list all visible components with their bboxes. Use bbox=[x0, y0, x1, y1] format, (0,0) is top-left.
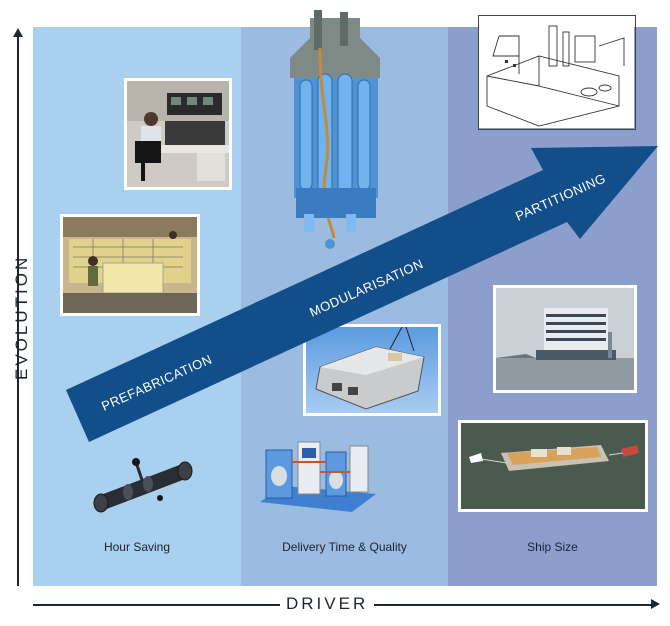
x-axis-arrowhead bbox=[651, 599, 660, 609]
y-axis-arrowhead bbox=[13, 28, 23, 37]
modular-tower-illustration bbox=[280, 8, 388, 258]
cruise-ship-photo bbox=[493, 285, 637, 393]
evolution-arrow-shape bbox=[66, 146, 658, 442]
driver-label-ship-size: Ship Size bbox=[527, 540, 578, 554]
technical-drawing-photo bbox=[478, 15, 636, 130]
control-room-photo bbox=[124, 78, 232, 190]
x-axis-label: DRIVER bbox=[280, 594, 375, 614]
equipment-skid-illustration bbox=[252, 432, 382, 522]
driver-label-delivery-time-quality: Delivery Time & Quality bbox=[282, 540, 407, 554]
module-lift-photo bbox=[303, 324, 441, 416]
driver-label-hour-saving: Hour Saving bbox=[103, 540, 171, 554]
y-axis-line bbox=[17, 36, 19, 586]
pipe-assembly-illustration bbox=[90, 452, 200, 518]
engineering-model-photo bbox=[60, 214, 200, 316]
barge-aerial-photo bbox=[458, 420, 648, 512]
